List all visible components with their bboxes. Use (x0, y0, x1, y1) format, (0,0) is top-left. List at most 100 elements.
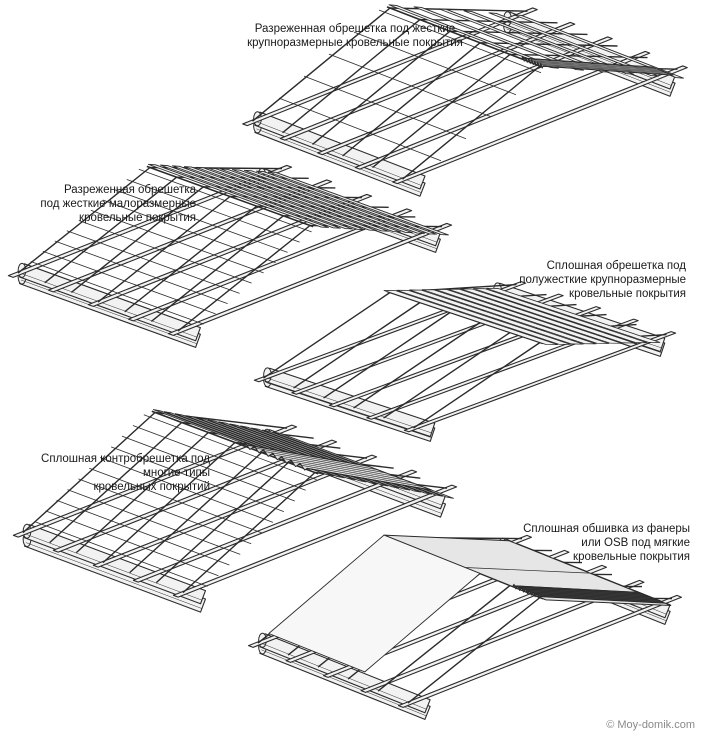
rafter (293, 301, 421, 389)
batten (207, 167, 389, 232)
rafter (263, 291, 391, 379)
covering-ridge-line (536, 594, 661, 602)
structure-solid-semirigid (253, 281, 677, 442)
covering-ridge-line (536, 63, 668, 74)
covering-ridge-line (279, 457, 405, 481)
batten-back (378, 9, 542, 74)
covering-ridge-line (242, 443, 368, 467)
covering-ridge-line (542, 65, 674, 76)
label-counter-batten: Сплошная контробрешетка под многие типы … (41, 453, 210, 493)
rafter (49, 421, 183, 544)
label-sparse-large: Разреженная обрешетка под жесткие крупно… (247, 23, 463, 49)
batten-back (67, 489, 241, 555)
covering-ridge-line (297, 464, 423, 487)
ridge (146, 165, 314, 228)
rafter (342, 42, 481, 157)
batten-back (56, 499, 230, 566)
ridge (151, 410, 319, 475)
batten-back (34, 521, 208, 587)
log-highlight (506, 21, 672, 86)
structure-sparse-large (242, 4, 688, 197)
batten (438, 8, 609, 73)
rafter (413, 341, 541, 429)
rafter (70, 186, 204, 293)
covering-ridge-line (512, 585, 638, 593)
rafter (97, 195, 231, 303)
rafter (155, 461, 289, 584)
batten-back (30, 261, 204, 325)
covering-ridge-line (270, 454, 396, 477)
batten-back (353, 31, 517, 96)
structure-sparse-small (7, 163, 453, 348)
rafter (177, 224, 311, 332)
covering-ridge-line (539, 64, 671, 75)
batten (231, 169, 413, 234)
rafter (75, 431, 209, 554)
covering-ridge-line (524, 58, 656, 69)
rafter (182, 471, 316, 594)
floor-beam (360, 579, 645, 693)
board (383, 290, 559, 346)
rafter (22, 411, 156, 534)
batten-back (121, 435, 295, 502)
batten-back (114, 189, 288, 253)
rafter (407, 596, 541, 704)
rafter (282, 19, 421, 134)
watermark: © Moy-domik.com (606, 719, 695, 731)
structure-counter-batten (12, 409, 458, 613)
covering-ridge-line (524, 589, 650, 598)
batten-back (126, 179, 300, 243)
covering-ridge-line (521, 57, 653, 68)
batten (255, 170, 437, 235)
batten (488, 12, 659, 77)
roof-covering-sample (242, 442, 433, 491)
board (473, 288, 648, 344)
label-solid-semirigid: Сплошная обрешетка под полужесткие крупн… (519, 260, 686, 300)
rafter (102, 441, 236, 564)
rafter (383, 331, 511, 419)
floor-beam (132, 469, 418, 583)
rafter (323, 311, 451, 399)
batten (513, 14, 684, 79)
floor-beam (392, 65, 688, 185)
batten (463, 10, 634, 75)
rafter (377, 584, 511, 692)
batten-back (278, 97, 442, 162)
rafter (44, 176, 178, 284)
floor-beam (354, 50, 651, 170)
covering-ridge-line (261, 450, 387, 474)
label-sparse-small: Разреженная обрешетка под жесткие малора… (40, 184, 196, 224)
board (434, 288, 610, 344)
batten-back (102, 199, 276, 264)
covering-ridge-line (306, 467, 432, 491)
batten (267, 171, 449, 236)
batten-back (90, 209, 264, 274)
board (460, 288, 635, 344)
rafter (312, 30, 451, 145)
board (409, 289, 584, 345)
batten-back (54, 240, 228, 305)
batten-back (45, 510, 219, 577)
covering-ridge-line (530, 61, 662, 71)
covering-ridge-line (539, 596, 665, 604)
floor-beam (167, 222, 453, 336)
covering-ridge-line (520, 588, 646, 596)
floor-beam (172, 484, 458, 598)
log-highlight (25, 533, 202, 601)
floor-beam (52, 439, 338, 553)
batten-back (328, 53, 492, 118)
rafter (389, 7, 528, 12)
batten (159, 164, 341, 229)
covering-ridge-line (527, 59, 659, 70)
rafter (150, 215, 284, 322)
covering-ridge-line (252, 447, 377, 470)
batten (413, 6, 584, 71)
batten-back (110, 446, 285, 513)
floor-beam (397, 594, 683, 708)
rafter (124, 205, 258, 313)
floor-beam (242, 7, 538, 127)
structure-plywood-osb (248, 534, 683, 720)
sheet-seam (464, 567, 590, 574)
batten-back (138, 168, 312, 233)
board (485, 287, 661, 343)
